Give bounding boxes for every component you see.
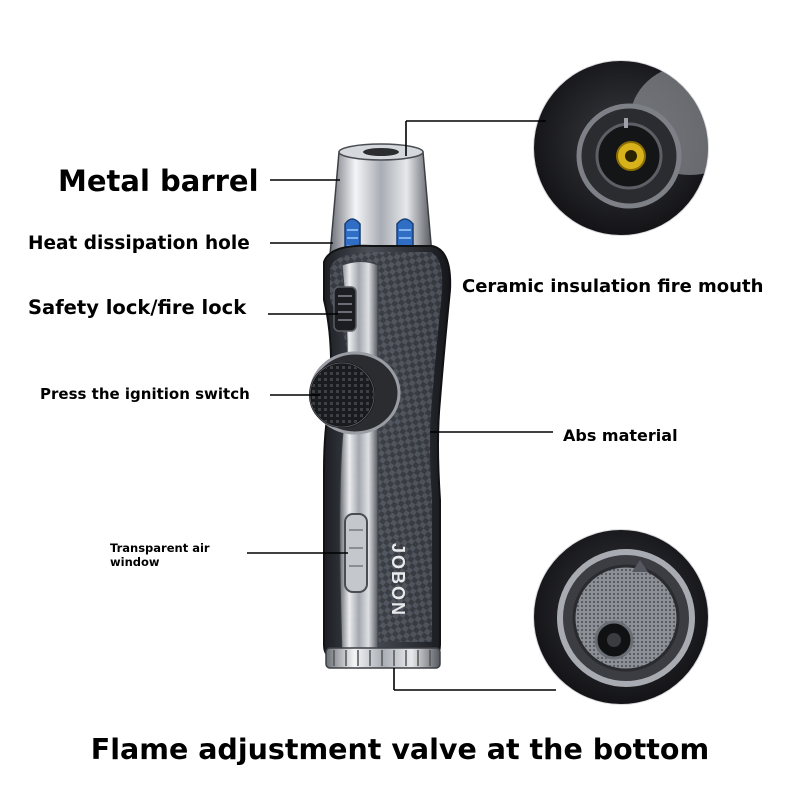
label-air-window: Transparent air window bbox=[110, 541, 210, 569]
label-abs-material: Abs material bbox=[563, 426, 678, 445]
air-window bbox=[344, 513, 368, 593]
bottom-ring bbox=[325, 647, 441, 669]
lighter-illustration: JOBON bbox=[309, 143, 452, 669]
ceramic-mouth-detail bbox=[533, 60, 709, 236]
label-metal-barrel: Metal barrel bbox=[58, 164, 259, 198]
ignition-switch[interactable] bbox=[309, 351, 401, 435]
brand-logo: JOBON bbox=[388, 543, 408, 617]
label-ceramic-mouth: Ceramic insulation fire mouth bbox=[462, 276, 764, 297]
label-heat-hole: Heat dissipation hole bbox=[28, 233, 250, 254]
label-ignition: Press the ignition switch bbox=[40, 385, 250, 403]
flame-valve-detail bbox=[533, 529, 709, 705]
label-safety-lock: Safety lock/fire lock bbox=[28, 296, 247, 319]
leader-lines bbox=[247, 120, 556, 691]
safety-lock[interactable] bbox=[333, 286, 357, 332]
label-bottom-valve: Flame adjustment valve at the bottom bbox=[90, 733, 710, 766]
